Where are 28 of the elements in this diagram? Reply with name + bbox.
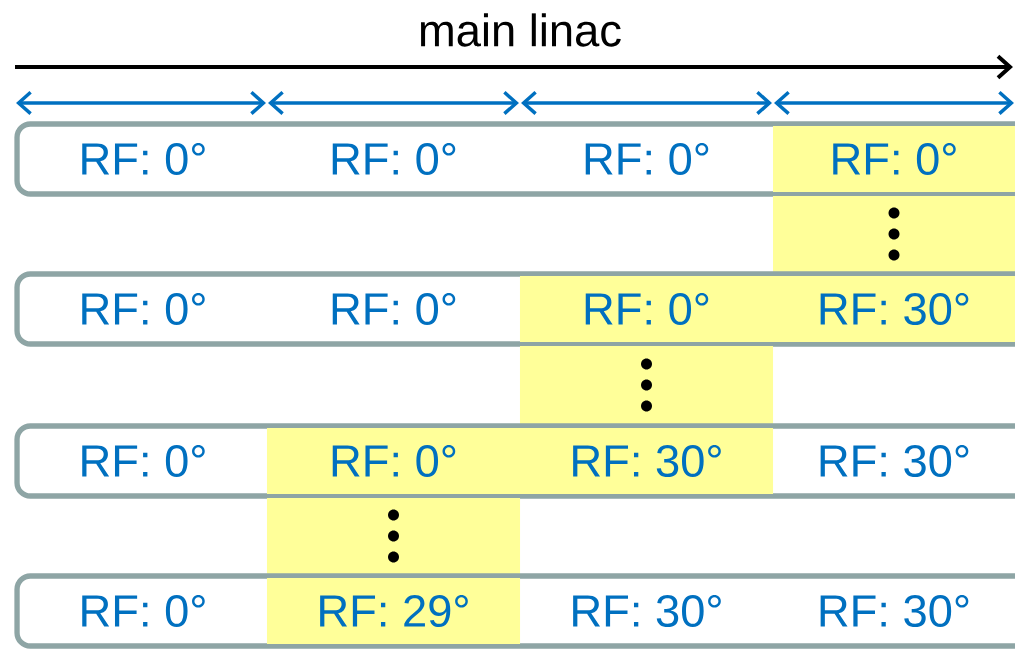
rf-cell: RF: 0° <box>82 444 205 478</box>
rf-cell: RF: 0° <box>332 292 456 326</box>
rf-cell: RF: 0° <box>82 142 205 176</box>
rf-cell: RF: 0° <box>82 292 205 326</box>
rf-cell: RF: 30° <box>820 444 969 478</box>
node-label: RF: 0° <box>332 444 456 478</box>
highlight-strip <box>773 196 1015 272</box>
rf-cell: RF: 0° <box>266 428 521 494</box>
rf-cell: RF: 30° <box>519 428 774 494</box>
rf-cell: RF: 0° <box>773 126 1015 192</box>
rf-cell: RF: 30° <box>820 594 969 628</box>
rf-cell: RF: 30° <box>573 594 721 628</box>
rf-cell: RF: 0° <box>519 276 774 342</box>
row-band <box>14 271 1015 347</box>
row-band <box>14 121 1015 197</box>
heading: main linac <box>420 13 621 47</box>
rf-cell: RF: 0° <box>82 594 205 628</box>
node-label: RF: 0° <box>585 292 709 326</box>
node-label: RF: 30° <box>573 444 721 478</box>
rf-cell: RF: 30° <box>773 276 1015 342</box>
rf-cell: RF: 0° <box>585 142 709 176</box>
rf-cell: RF: 0° <box>332 142 456 176</box>
node-label: RF: 30° <box>820 292 969 326</box>
row-band <box>14 423 1015 499</box>
highlight-strip <box>519 346 774 424</box>
rf-cell: RF: 29° <box>266 578 521 644</box>
row-band <box>14 573 1015 649</box>
highlight-strip <box>266 498 521 574</box>
